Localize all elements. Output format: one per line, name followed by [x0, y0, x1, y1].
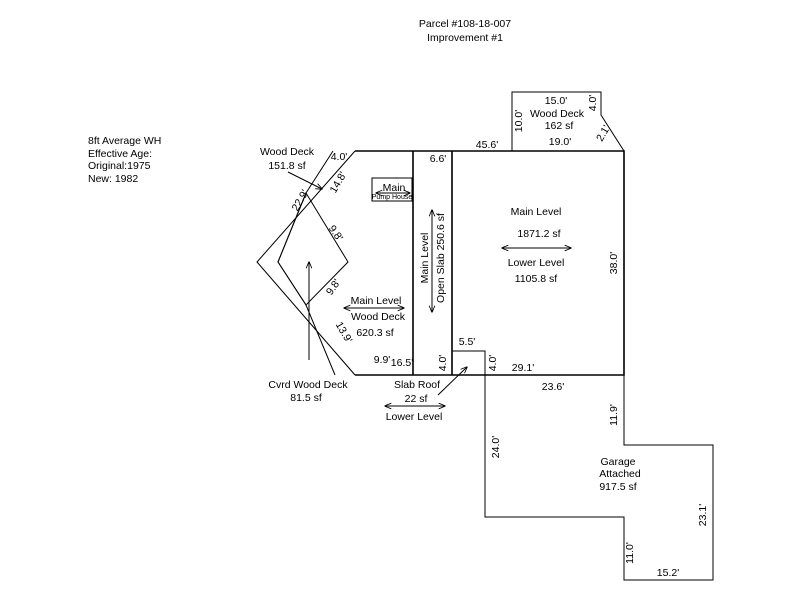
dim-15-0: 15.0'	[545, 95, 567, 107]
wall-height-text: 8ft Average WH	[88, 135, 162, 147]
slab-roof-label: Slab Roof	[394, 379, 440, 391]
dim-22-9: 22.9'	[290, 188, 312, 213]
slab-roof-area: 22 sf	[405, 393, 428, 405]
sketch-header: Parcel #108-18-007 Improvement #1	[0, 17, 800, 45]
dim-29-1: 29.1'	[512, 362, 534, 374]
garage-label: Garage	[600, 456, 635, 468]
main-level-label: Main Level	[511, 206, 562, 218]
open-slab-level-label: Main Level	[419, 233, 431, 284]
slab-roof-lower-level-label: Lower Level	[386, 411, 443, 423]
main-level-area: 1871.2 sf	[517, 228, 560, 240]
pump-house-outline	[371, 177, 413, 202]
lower-level-area: 1105.8 sf	[515, 273, 558, 285]
wood-deck-left-leader	[287, 171, 322, 189]
dim-6-6: 6.6'	[430, 153, 447, 165]
wood-deck-left-area: 151.8 sf	[268, 160, 305, 172]
pump-house-label: Pump House	[372, 194, 413, 201]
dim-deck-4-0: 4.0'	[587, 95, 599, 112]
pump-house-level-label: Main	[383, 182, 406, 194]
dim-13-9: 13.9'	[333, 320, 355, 345]
open-slab-label: Open Slab 250.6 sf	[435, 213, 447, 303]
original-year-text: Original:1975	[88, 160, 151, 172]
lower-level-label: Lower Level	[508, 257, 565, 269]
slab-roof-leader	[437, 367, 467, 396]
dim-9-9: 9.9'	[374, 354, 391, 366]
garage-type-label: Attached	[599, 468, 641, 480]
slab-roof-outline	[452, 350, 486, 375]
open-slab-outline	[412, 151, 453, 375]
dim-slab-4-0: 4.0'	[437, 355, 449, 372]
dim-left-4-0: 4.0'	[331, 151, 348, 163]
wood-deck-main-level-label: Main Level	[351, 295, 402, 307]
dim-roof-4-0: 4.0'	[487, 355, 499, 372]
dim-15-2: 15.2'	[657, 567, 679, 579]
dim-45-6: 45.6'	[476, 139, 498, 151]
dim-16-5: 16.5'	[391, 357, 413, 369]
dim-5-5: 5.5'	[459, 336, 476, 348]
parcel-number: Parcel #108-18-007	[418, 18, 512, 30]
cvrd-wood-deck-label: Cvrd Wood Deck	[268, 379, 348, 391]
effective-age-text: Effective Age:	[88, 147, 153, 160]
building-info: 8ft Average WH Effective Age: Original:1…	[88, 135, 161, 185]
dim-9-8-upper: 9.8'	[326, 223, 345, 243]
wood-deck-top-outline	[511, 91, 625, 152]
dim-24-0: 24.0'	[490, 436, 502, 458]
dim-9-8-lower: 9.8'	[324, 277, 343, 297]
dim-11-0: 11.0'	[624, 542, 636, 564]
garage-area: 917.5 sf	[599, 481, 636, 493]
dim-23-6: 23.6'	[542, 381, 564, 393]
dim-19-0: 19.0'	[549, 136, 571, 148]
wood-deck-main-area: 620.3 sf	[356, 327, 393, 339]
cvrd-wood-deck-area: 81.5 sf	[290, 392, 322, 404]
new-year-text: New: 1982	[88, 172, 139, 185]
wood-deck-top-area: 162 sf	[545, 120, 574, 132]
dim-2-1: 2.1'	[594, 123, 613, 143]
dim-14-8: 14.8'	[328, 170, 350, 195]
cvrd-wood-deck-outline	[277, 191, 349, 306]
improvement-number: Improvement #1	[427, 32, 503, 44]
wood-deck-left-label: Wood Deck	[260, 146, 315, 158]
main-level-outline	[355, 150, 625, 376]
dim-23-1: 23.1'	[697, 504, 709, 526]
dim-38-0: 38.0'	[608, 252, 620, 274]
garage-outline	[484, 375, 714, 581]
wood-deck-top-label: Wood Deck	[530, 108, 585, 120]
dim-11-9: 11.9'	[608, 404, 620, 426]
wood-deck-main-label: Wood Deck	[351, 311, 406, 323]
dim-10-0: 10.0'	[513, 110, 525, 132]
